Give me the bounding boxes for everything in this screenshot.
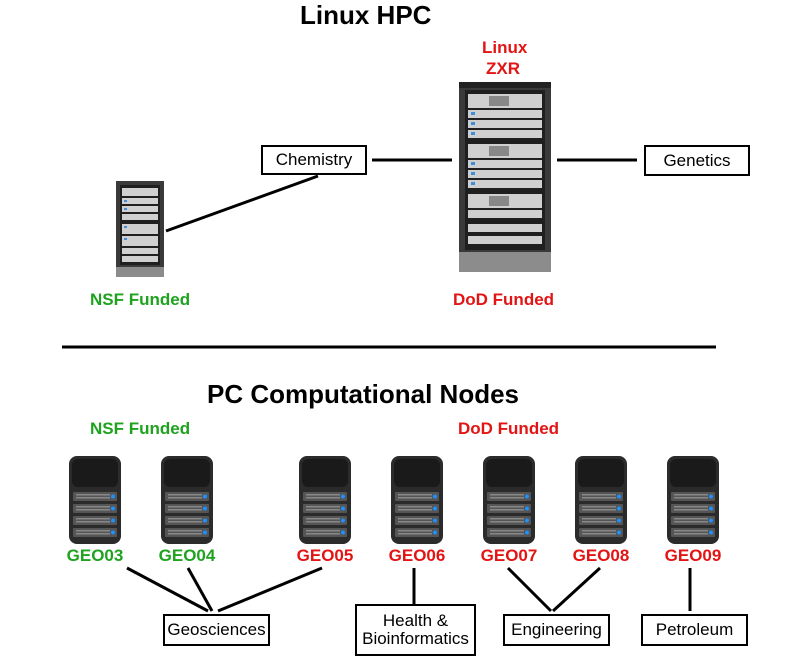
node-label-geo07: GEO07 [480, 546, 538, 565]
server-tower-icon [299, 456, 351, 544]
geosciences-box: Geosciences [163, 614, 270, 646]
health-box-line2: Bioinformatics [362, 629, 469, 648]
server-tower-icon [667, 456, 719, 544]
server-tower-icon [391, 456, 443, 544]
server-tower-icon [161, 456, 213, 544]
node-label-geo06: GEO06 [388, 546, 446, 565]
node-label-geo03: GEO03 [66, 546, 124, 565]
dod-rack-icon [459, 82, 551, 272]
pc-title: PC Computational Nodes [207, 379, 520, 409]
nsf-rack-icon [116, 181, 164, 277]
server-tower-icon [575, 456, 627, 544]
hpc-dod-funded-label: DoD Funded [453, 290, 555, 309]
hpc-title: Linux HPC [300, 0, 432, 30]
hpc-nsf-funded-label: NSF Funded [90, 290, 191, 309]
node-label-geo05: GEO05 [296, 546, 354, 565]
health-bioinformatics-box: Health & Bioinformatics [355, 604, 476, 656]
server-tower-icon [483, 456, 535, 544]
pc-dod-funded-label: DoD Funded [458, 419, 560, 438]
health-box-line1: Health & [382, 611, 449, 630]
server-tower-icon [69, 456, 121, 544]
pc-nsf-funded-label: NSF Funded [90, 419, 191, 438]
zxr-label-line1: Linux [482, 38, 528, 57]
node-label-geo09: GEO09 [664, 546, 722, 565]
zxr-label-line2: ZXR [486, 59, 520, 78]
node-label-geo08: GEO08 [572, 546, 630, 565]
node-label-geo04: GEO04 [158, 546, 216, 565]
chemistry-box: Chemistry [261, 145, 367, 175]
engineering-box: Engineering [503, 614, 610, 646]
petroleum-box: Petroleum [641, 614, 748, 646]
genetics-box: Genetics [644, 145, 750, 176]
